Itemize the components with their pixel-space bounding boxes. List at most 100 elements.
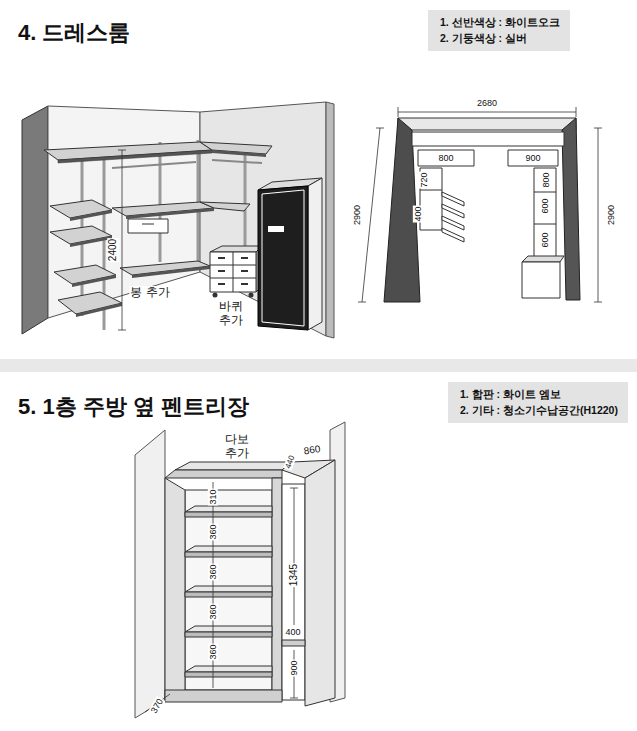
- dressroom-illustration: [218, 257, 225, 259]
- dressroom-illustration: [262, 190, 304, 326]
- dimension: 360: [208, 563, 218, 580]
- dressroom-illustration: [118, 150, 126, 151]
- dimension: 2680: [476, 98, 498, 108]
- dimension: 360: [208, 603, 218, 620]
- dressroom-plan: [376, 128, 384, 129]
- dressroom-plan: [576, 107, 577, 117]
- dressroom-plan: [534, 168, 556, 258]
- dressroom-illustration: [218, 283, 225, 285]
- pantry-illustration: [185, 552, 272, 557]
- note-text: 2. 기타 : 청소기수납공간(H1220): [460, 402, 618, 418]
- dressroom-illustration: [218, 270, 225, 272]
- note-text: 1. 선반색상 : 화이트오크: [440, 14, 560, 30]
- dressroom-illustration: [142, 224, 154, 225]
- pantry-illustration: [294, 488, 295, 625]
- dressroom-plan: [420, 190, 442, 191]
- dimension: 310: [208, 488, 218, 505]
- section-divider: [0, 359, 637, 372]
- dressroom-illustration: [212, 150, 266, 157]
- pantry-illustration: [185, 586, 272, 592]
- dressroom-illustration: [70, 210, 112, 221]
- dressroom-illustration: [159, 142, 162, 262]
- dressroom-plan: [522, 262, 560, 298]
- dimension: 900: [289, 659, 299, 676]
- dressroom-plan: [418, 150, 474, 166]
- dressroom-illustration: [210, 252, 256, 292]
- dressroom-plan: [398, 112, 576, 113]
- dressroom-plan: [508, 150, 558, 166]
- pantry-illustration: [290, 698, 298, 699]
- pantry-illustration: [290, 488, 298, 489]
- dressroom-illustration: [58, 150, 212, 163]
- dressroom-plan: [442, 192, 464, 206]
- note-text: 2. 기둥색상 : 실버: [440, 30, 560, 46]
- dimension: 600: [540, 231, 550, 248]
- pantry-illustration: [282, 484, 305, 700]
- dressroom-plan: [362, 128, 380, 302]
- dressroom-illustration: [122, 150, 123, 330]
- pantry-illustration: [185, 632, 272, 637]
- dressroom-plan: [598, 128, 599, 302]
- dressroom-plan: [594, 128, 602, 129]
- dimension: 400: [284, 627, 301, 637]
- dressroom-plan: [534, 192, 556, 193]
- pantry-illustration: [185, 672, 272, 677]
- dimension: 400: [413, 205, 423, 222]
- dressroom-illustration: [326, 102, 334, 338]
- pantry-illustration: [175, 462, 292, 470]
- pantry-illustration: [135, 422, 345, 718]
- note-label: 다보 추가: [222, 432, 253, 461]
- dressroom-illustration: [210, 265, 256, 266]
- dressroom-illustration: [258, 186, 308, 330]
- pantry-illustration: [185, 546, 272, 552]
- dimension: 800: [541, 171, 551, 188]
- dressroom-plan: [594, 302, 602, 303]
- dressroom-plan: [562, 118, 580, 300]
- dressroom-plan: [412, 132, 564, 146]
- dressroom-illustration: [268, 226, 284, 232]
- dressroom-illustration: [241, 257, 248, 259]
- dimension: 900: [524, 153, 541, 163]
- dressroom-illustration: [128, 219, 168, 233]
- pantry-illustration: [185, 592, 272, 597]
- dimension: 2900: [606, 204, 616, 226]
- pantry-illustration: [165, 690, 282, 702]
- note-label: 봉 추가: [129, 286, 170, 300]
- pantry-illustration: [185, 666, 272, 672]
- dimension: 370: [148, 696, 165, 716]
- dimension: 360: [208, 643, 218, 660]
- pantry-illustration: [185, 506, 272, 512]
- note-box: 1. 합판 : 화이트 엠보2. 기타 : 청소기수납공간(H1220): [448, 382, 628, 423]
- dressroom-illustration: [210, 246, 262, 252]
- dressroom-illustration: [70, 236, 112, 247]
- dressroom-illustration: [212, 160, 262, 163]
- pantry-illustration: [185, 626, 272, 632]
- dressroom-illustration: [200, 102, 326, 336]
- dimension: 2400: [107, 238, 119, 262]
- dressroom-illustration: [200, 202, 250, 211]
- dressroom-illustration: [72, 275, 116, 287]
- pantry-illustration: [185, 512, 272, 517]
- dressroom-illustration: [241, 283, 248, 285]
- dressroom-plan: [442, 204, 464, 218]
- dimension: 860: [302, 443, 322, 457]
- note-text: 1. 합판 : 화이트 엠보: [460, 386, 618, 402]
- dressroom-illustration: [249, 293, 254, 298]
- dressroom-plan: [534, 224, 556, 225]
- pantry-illustration: [165, 470, 282, 478]
- dressroom-illustration: [308, 178, 322, 330]
- pantry-illustration: [272, 478, 282, 700]
- dressroom-illustration: [132, 266, 210, 278]
- dimension: 2900: [352, 204, 362, 226]
- section-title: 4. 드레스룸: [18, 20, 130, 45]
- dressroom-plan: [358, 302, 366, 303]
- pantry-illustration: [135, 430, 165, 718]
- pantry-illustration: [165, 478, 185, 702]
- section-title: 5. 1층 주방 옆 펜트리장: [18, 394, 249, 419]
- dressroom-illustration: [118, 330, 126, 331]
- dressroom-illustration: [76, 303, 122, 317]
- dimension: 800: [437, 153, 454, 163]
- dressroom-plan: [442, 216, 464, 230]
